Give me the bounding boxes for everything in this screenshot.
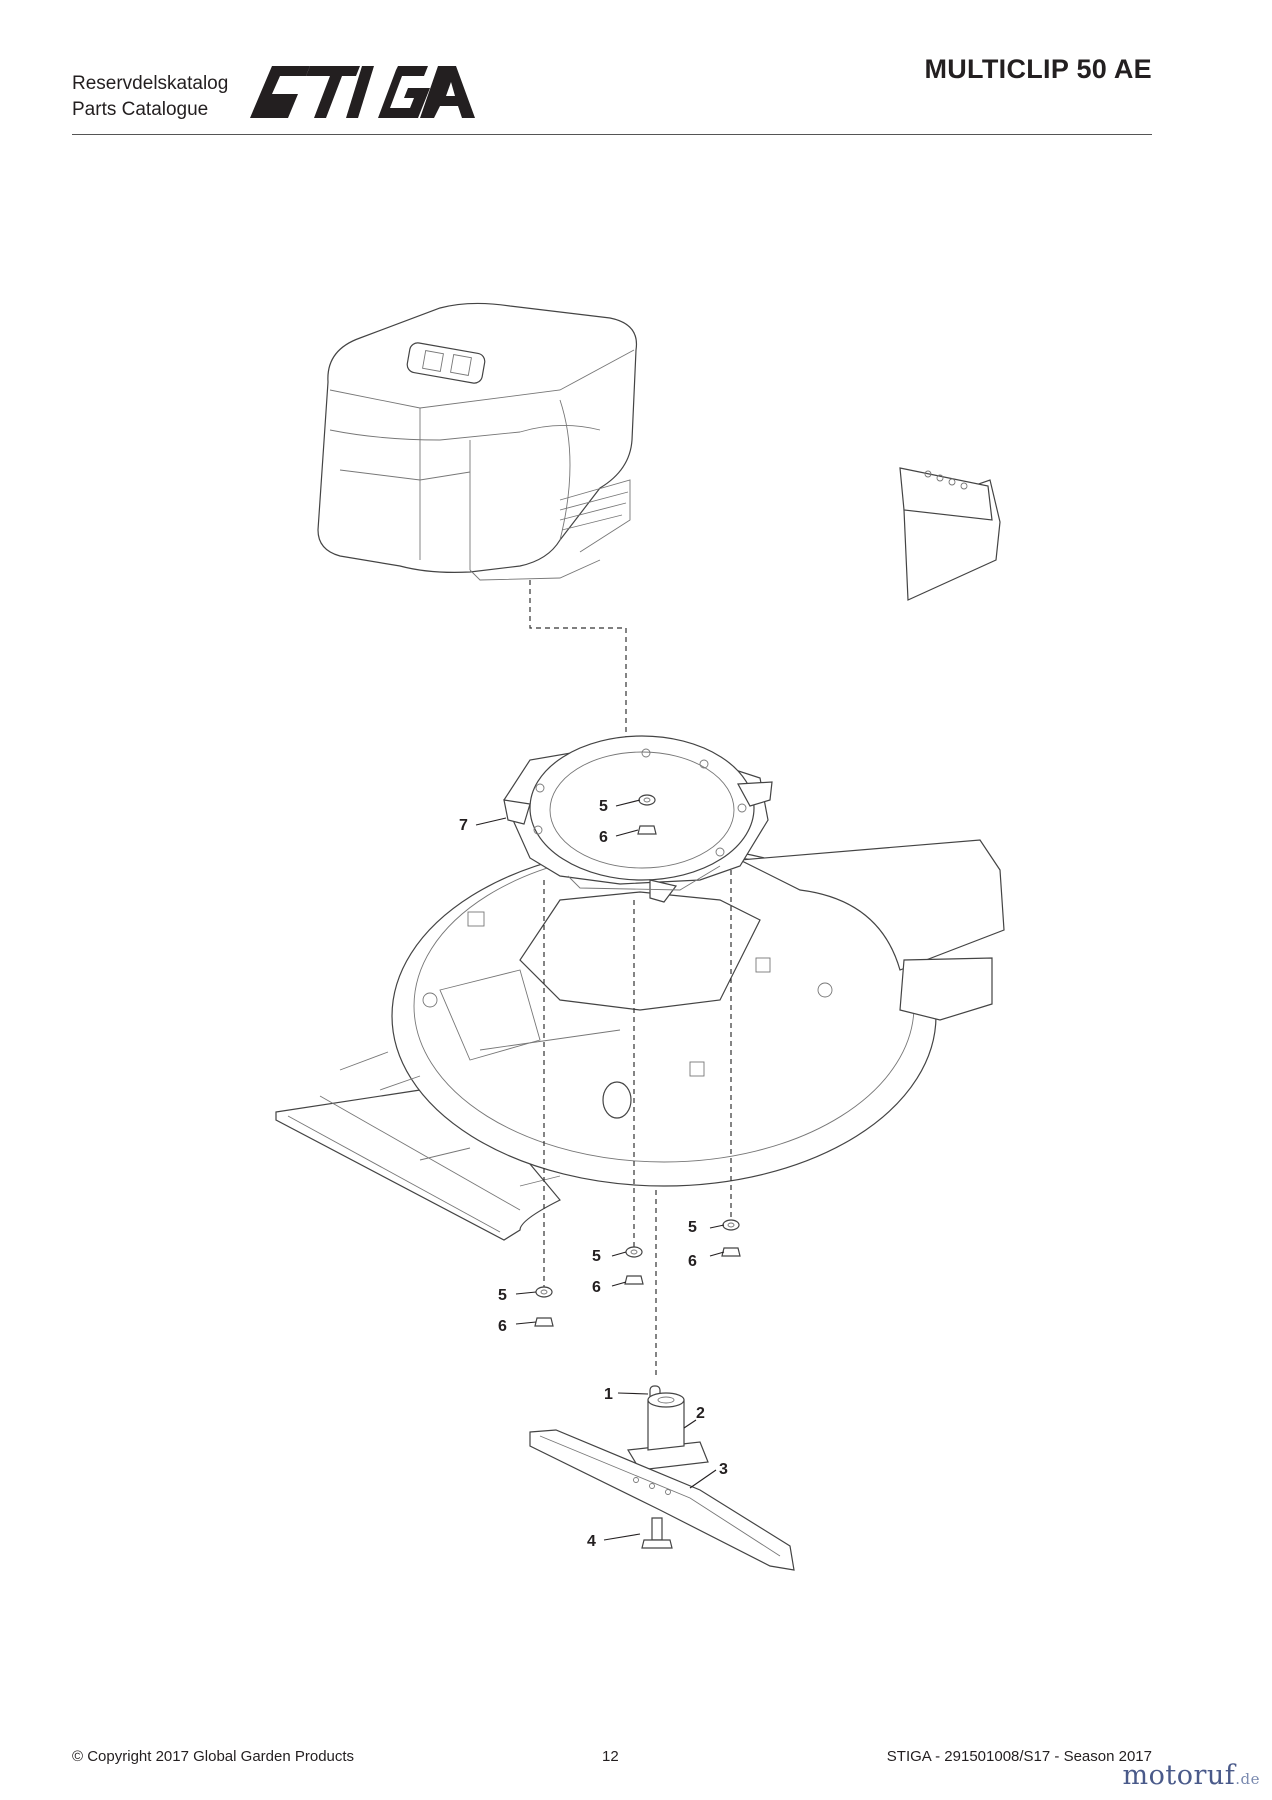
- header-divider: [72, 134, 1152, 135]
- washer-top: [638, 794, 656, 806]
- callout-6-right: 6: [688, 1253, 697, 1270]
- motoruf-watermark: motoruf.de: [1122, 1760, 1260, 1791]
- stiga-logo: [250, 66, 475, 118]
- catalogue-title-english: Parts Catalogue: [72, 99, 209, 120]
- motor-cover: [317, 302, 638, 581]
- washer-nut-set-middle: [624, 1246, 644, 1285]
- nut-top: [637, 825, 657, 835]
- blade-hub: [627, 1392, 709, 1471]
- copyright-notice: © Copyright 2017 Global Garden Products: [72, 1748, 355, 1765]
- washer-nut-set-left: [534, 1286, 554, 1327]
- blade-bolt: [641, 1517, 673, 1549]
- adapter-flange: [503, 735, 773, 903]
- callout-3: 3: [719, 1461, 728, 1478]
- page-number: 12: [602, 1748, 619, 1765]
- watermark-text: motoruf: [1122, 1760, 1236, 1791]
- callout-6-flange: 6: [599, 829, 608, 846]
- callout-5-right: 5: [688, 1219, 697, 1236]
- washer-nut-set-right: [721, 1219, 741, 1257]
- callout-5-middle: 5: [592, 1248, 601, 1265]
- callout-4: 4: [587, 1533, 596, 1550]
- callout-6-middle: 6: [592, 1279, 601, 1296]
- callout-7: 7: [459, 817, 468, 834]
- watermark-tld: .de: [1235, 1770, 1260, 1788]
- callout-1: 1: [604, 1386, 613, 1403]
- callout-5-flange: 5: [599, 798, 608, 815]
- callout-5-left: 5: [498, 1287, 507, 1304]
- document-reference: STIGA - 291501008/S17 - Season 2017: [886, 1748, 1152, 1765]
- cutting-blade: [529, 1429, 795, 1571]
- callout-6-left: 6: [498, 1318, 507, 1335]
- model-name: MULTICLIP 50 AE: [924, 54, 1152, 84]
- mower-deck: [275, 467, 1005, 1241]
- callout-2: 2: [696, 1405, 705, 1422]
- catalogue-title-swedish: Reservdelskatalog: [72, 73, 229, 94]
